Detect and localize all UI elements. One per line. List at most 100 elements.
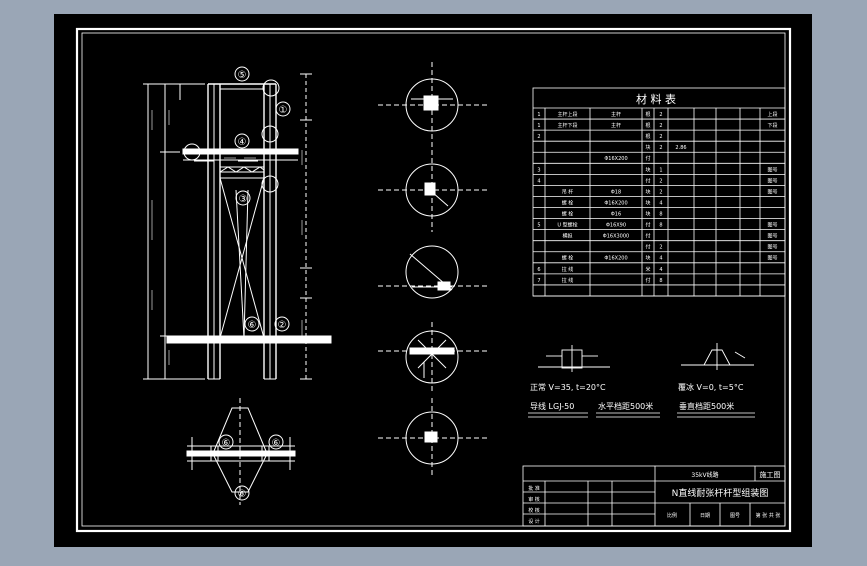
table-cell: 主杆 xyxy=(611,122,621,129)
balloon-3: ③ xyxy=(239,194,248,205)
table-cell: 图号 xyxy=(767,245,777,251)
table-cell: 5 xyxy=(537,223,540,229)
table-cell: 块 xyxy=(645,210,650,217)
note-normal-condition: 正常 V=35, t=20°C xyxy=(530,383,606,392)
balloon-4: ④ xyxy=(238,137,247,148)
table-cell: 螺 栓 xyxy=(562,255,574,262)
table-cell: 2 xyxy=(659,134,662,140)
balloon-callouts xyxy=(234,66,291,332)
table-cell: 图号 xyxy=(767,178,777,184)
table-cell: U 型螺栓 xyxy=(557,222,577,229)
note-horizontal-span: 水平档距500米 xyxy=(598,401,653,411)
table-cell: Φ16X200 xyxy=(604,256,627,262)
title-field-sheet: 第 张 共 张 xyxy=(756,512,781,519)
plan-view xyxy=(186,398,296,505)
title-field-scale: 比例 xyxy=(667,512,677,519)
table-cell: 块 xyxy=(645,199,650,206)
table-cell: 根 xyxy=(645,122,650,129)
title-block xyxy=(522,465,786,527)
table-cell: 根 xyxy=(645,133,650,140)
table-cell: 付 xyxy=(645,177,650,184)
table-cell: Φ16X200 xyxy=(604,200,627,206)
table-cell: 螺 栓 xyxy=(562,210,574,217)
pole-elevation xyxy=(143,73,332,380)
note-conductor: 导线 LGJ-50 xyxy=(530,401,574,411)
detail-2 xyxy=(378,150,488,232)
title-block-stage: 施工图 xyxy=(760,470,781,479)
table-cell: 块 xyxy=(645,188,650,195)
table-cell: 块 xyxy=(645,144,650,151)
table-cell: Φ16 xyxy=(611,211,621,217)
table-cell: Φ16X3000 xyxy=(603,234,629,240)
table-cell: 图号 xyxy=(767,189,777,195)
table-cell: 2 xyxy=(659,189,662,195)
table-cell: 2 xyxy=(537,134,540,140)
table-cell: 3 xyxy=(537,167,540,173)
balloon-2: ② xyxy=(278,320,287,331)
detail-3 xyxy=(378,245,488,299)
title-row-design: 设 计 xyxy=(528,518,540,525)
title-row-approve: 批 准 xyxy=(528,485,540,492)
plan-balloon-6b: ⑥ xyxy=(272,438,281,449)
table-cell: Φ18 xyxy=(611,189,621,195)
table-cell: 付 xyxy=(645,233,650,240)
table-cell: 付 xyxy=(645,222,650,229)
table-cell: 1 xyxy=(537,112,540,118)
table-cell: 螺 栓 xyxy=(562,199,574,206)
table-cell: Φ16X90 xyxy=(606,223,626,229)
table-cell: 付 xyxy=(645,277,650,284)
table-cell: 主杆下段 xyxy=(557,122,577,129)
material-table-title: 材 料 表 xyxy=(636,92,676,106)
note-vertical-span: 垂直档距500米 xyxy=(679,401,734,411)
table-cell: 4 xyxy=(537,178,540,184)
title-field-date: 日期 xyxy=(700,513,710,519)
title-row-review: 审 核 xyxy=(528,496,540,503)
balloon-6: ⑥ xyxy=(248,320,257,331)
table-cell: 1 xyxy=(537,123,540,129)
title-field-number: 图号 xyxy=(730,513,740,519)
table-cell: 2 xyxy=(659,178,662,184)
ice-sag-sketch xyxy=(681,343,754,370)
table-cell: 8 xyxy=(659,223,662,229)
table-cell: 1 xyxy=(659,167,662,173)
table-cell: 2.86 xyxy=(675,145,686,151)
table-cell: 图号 xyxy=(767,234,777,240)
table-cell: 拉 线 xyxy=(562,277,574,284)
balloon-1: ① xyxy=(279,105,288,116)
table-cell: 7 xyxy=(537,278,540,284)
table-cell: 拉 线 xyxy=(562,266,574,273)
outer-frame xyxy=(75,27,792,533)
material-table xyxy=(532,87,786,297)
table-cell: 2 xyxy=(659,123,662,129)
drawing-sheet xyxy=(54,14,812,547)
table-cell: 块 xyxy=(645,166,650,173)
detail-1 xyxy=(378,62,488,148)
table-cell: 主杆上段 xyxy=(557,111,577,118)
table-cell: 图号 xyxy=(767,256,777,262)
table-cell: 下段 xyxy=(767,122,777,129)
table-cell: 根 xyxy=(645,111,650,118)
detail-4 xyxy=(378,322,488,392)
table-cell: 米 xyxy=(645,266,650,273)
table-cell: 块 xyxy=(645,255,650,262)
table-cell: Φ16X200 xyxy=(604,156,627,162)
table-cell: 6 xyxy=(537,267,540,273)
plan-balloon-6c: ⑥ xyxy=(238,489,247,500)
plan-balloon-6a: ⑥ xyxy=(222,438,231,449)
conductor-sag-sketch xyxy=(538,345,610,372)
table-cell: 4 xyxy=(659,256,662,262)
table-cell: 2 xyxy=(659,112,662,118)
table-cell: 图号 xyxy=(767,167,777,173)
table-cell: 主杆 xyxy=(611,111,621,118)
table-cell: 2 xyxy=(659,245,662,251)
table-cell: 上段 xyxy=(767,111,777,118)
title-block-project: 35kV线路 xyxy=(691,471,718,479)
table-cell: 吊 杆 xyxy=(562,188,574,195)
note-ice-condition: 覆冰 V=0, t=5°C xyxy=(678,382,744,392)
table-cell: 图号 xyxy=(767,223,777,229)
detail-5 xyxy=(378,398,488,478)
drawing-title: N直线耐张杆杆型组装图 xyxy=(672,487,769,499)
